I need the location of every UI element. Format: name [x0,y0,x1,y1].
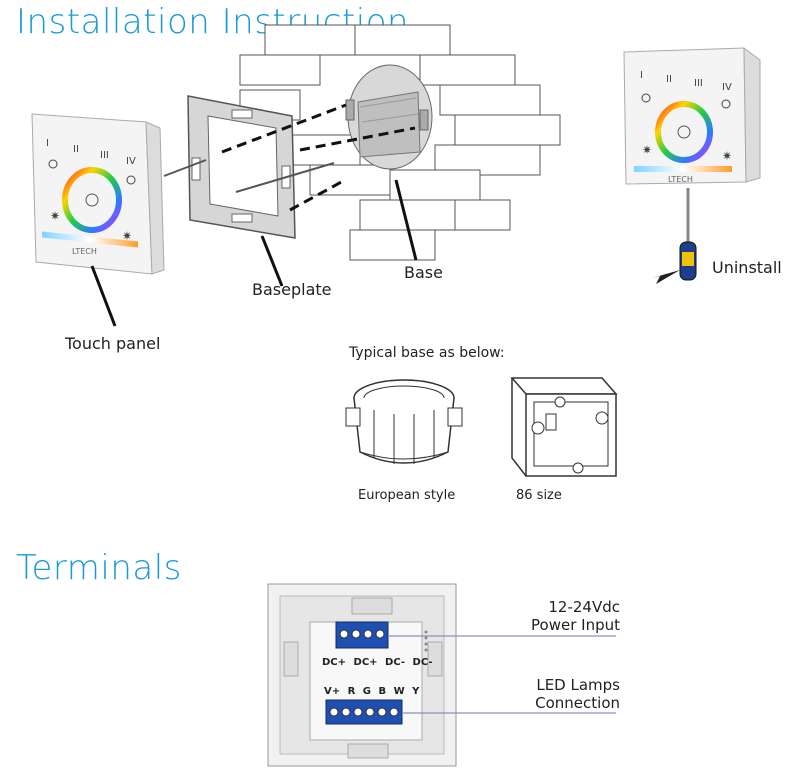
svg-text:✷: ✷ [642,143,652,157]
size86-base-illustration [510,377,618,477]
svg-text:IV: IV [126,156,136,167]
dc-label: DC- [412,657,433,668]
touch-panel-illustration: I II III IV ✷ ✷ LTECH [31,113,165,275]
touch-panel-label: Touch panel [65,334,161,353]
output-labels: V+ R G B W Y [324,686,419,697]
led-connection-label: LED Lamps Connection [500,676,620,712]
dc-label: DC- [385,657,406,668]
svg-text:LTECH: LTECH [72,247,97,256]
output-label: V+ [324,686,341,697]
output-label: G [362,686,372,697]
european-style-label: European style [358,488,456,503]
svg-text:IV: IV [722,82,732,93]
dc-label: DC+ [322,657,347,668]
screwdriver-icon [652,188,697,284]
brick-wall-illustration [239,24,561,261]
typical-base-heading: Typical base as below: [349,345,505,361]
dc-label: DC+ [353,657,378,668]
output-label: W [393,686,405,697]
svg-text:I: I [640,70,643,81]
svg-text:III: III [100,150,109,161]
size86-label: 86 size [516,488,562,503]
dc-labels: DC+ DC+ DC- DC- [322,657,433,668]
svg-text:II: II [666,74,672,85]
uninstall-panel-illustration: I II III IV ✷ ✷ LTECH [623,46,761,185]
baseplate-label: Baseplate [252,280,332,299]
svg-text:✷: ✷ [122,229,132,243]
power-input-label: 12-24Vdc Power Input [500,598,620,634]
baseplate-illustration [187,95,296,239]
base-label: Base [404,263,443,282]
uninstall-label: Uninstall [712,258,782,277]
svg-text:III: III [694,78,703,89]
output-label: Y [412,686,420,697]
alignment-lines [163,103,416,212]
svg-text:✷: ✷ [722,149,732,163]
led-connection-line2: Connection [535,694,620,712]
svg-text:✷: ✷ [50,209,60,223]
terminals-title: Terminals [16,548,182,588]
label-pointers [90,179,418,327]
junction-base-illustration [345,64,433,170]
svg-text:II: II [73,144,79,155]
svg-text:LTECH: LTECH [668,175,693,184]
power-input-line1: 12-24Vdc [548,598,620,616]
power-input-line2: Power Input [531,616,620,634]
output-label: R [347,686,356,697]
european-base-illustration [345,379,463,464]
led-connection-line1: LED Lamps [536,676,620,694]
svg-text:I: I [46,138,49,149]
terminal-back-panel [267,583,457,767]
output-label: B [378,686,387,697]
